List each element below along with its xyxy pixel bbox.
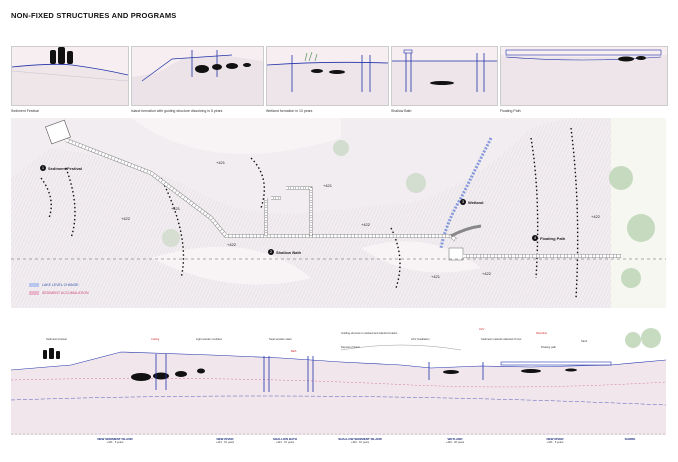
plan-marker-4: 4 [532,235,538,241]
panel-caption-1: Sediment Festival [11,109,39,113]
section-annotation: Guiding structure to wetland and island … [341,332,398,335]
section-annotation: Deposit of Sand [341,346,360,349]
section-zone-shore: SHORE [624,437,636,441]
plan-label-shallow-bath: Shallow Bath [276,250,302,255]
elevation-label: +422 [121,216,131,221]
section-zone-new-river-1: NEW RIVER+421 · 10 years [215,437,235,444]
elevation-label: +422 [227,242,237,247]
panel-island-formation [131,46,264,106]
section-annotation: Cutting [151,338,160,341]
page-title: NON-FIXED STRUCTURES AND PROGRAMS [11,11,177,20]
section-annotation: Sand [581,340,588,343]
plan-label-sediment-festival: Sediment Festival [48,166,83,171]
section-annotation: Floating path [541,346,556,349]
legend-swatch-lake [29,283,39,288]
panel-caption-2: Island formation with guiding structure … [131,109,223,113]
elevation-label: +421 [216,160,226,165]
panel-shallow-bath [391,46,498,106]
panel-wetland-formation [266,46,389,106]
legend-sediment: SEDIMENT ACCUMULATION [29,291,89,296]
elevation-label: +422 [591,214,601,219]
section-zone-wetland: WETLAND+422 · 20 years [445,437,465,444]
site-plan-drawing [11,118,666,308]
section-zone-sediment-island: NEW SEDIMENT ISLAND+421 · 5 years [97,437,133,444]
plan-marker-2: 2 [268,249,274,255]
section-zone-shallow-island: SHALLOW SEDIMENT ISLAND+422 · 10 years [338,437,382,444]
section-annotation: Shoreline [536,332,547,335]
section-zone-new-river-2: NEW RIVER+421 · 5 years [546,437,564,444]
plan-marker-3: 3 [460,199,466,205]
panel-caption-3: Wetland formation in 10 years [266,109,313,113]
long-section-drawing [11,310,666,455]
legend-swatch-sediment [29,291,39,296]
panel-island-formation-drawing [132,50,263,105]
legend-lake-level: LAKE LEVEL CHANGE [29,283,79,288]
plan-label-wetland: Wetland [468,200,484,205]
elevation-label: +421 [171,206,181,211]
elevation-label: +421 [431,274,441,279]
plan-label-floating-path: Floating Path [540,236,566,241]
section-annotation: Light wooden modules [196,338,222,341]
panel-sediment-festival [11,46,129,106]
legend-label-sediment: SEDIMENT ACCUMULATION [42,291,89,295]
section-zone-shallow-bath: SHALLOW BATH+421 · 10 years [272,437,298,444]
section-annotation: Bath [291,350,297,353]
section-annotation: ACV Installation [411,338,430,341]
panel-caption-5: Floating Path [500,109,521,113]
section-annotation: Sediment Festival [46,338,67,341]
section-annotation: Sediment material collected of river [481,338,522,341]
panel-sediment-festival-drawing [12,47,128,105]
section-annotation: ACV [479,328,485,331]
site-plan: 1 Sediment Festival 2 Shallow Bath 3 Wet… [11,118,666,308]
elevation-label: +421 [323,183,333,188]
elevation-label: +422 [361,222,371,227]
panel-wetland-formation-drawing [267,51,388,105]
plan-marker-1: 1 [40,165,46,171]
elevation-label: +422 [482,271,492,276]
section-annotation: Steel wooden stairs [269,338,292,341]
panel-floating-path-drawing [501,49,667,105]
legend-label-lake: LAKE LEVEL CHANGE [42,283,79,287]
panel-caption-4: Shallow Bath [391,109,412,113]
panel-floating-path [500,46,668,106]
long-section: Sediment Festival Cutting Light wooden m… [11,310,666,455]
panel-shallow-bath-drawing [392,49,497,105]
